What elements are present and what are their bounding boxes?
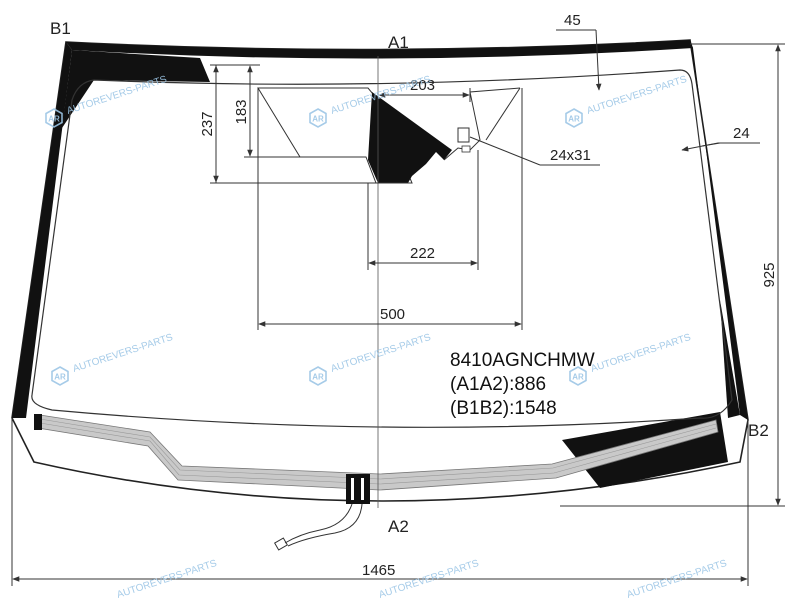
point-a2-label: A2 (388, 517, 409, 536)
sensor-area-outline-right (443, 87, 521, 161)
frit-band-left (12, 42, 72, 418)
autorevers-logo-icon (51, 366, 69, 386)
dim-222-label: 222 (410, 245, 435, 262)
dim-24-label: 24 (733, 125, 750, 142)
connector-icon (346, 474, 370, 504)
dim-1465-label: 1465 (362, 562, 395, 579)
dim-45-label: 45 (564, 12, 581, 29)
mirror-mount-black (368, 92, 452, 183)
glass-inner-outline (31, 69, 733, 428)
svg-text:AUTOREVERS-PARTS: AUTOREVERS-PARTS (72, 332, 175, 375)
a1a2-length: (A1A2):886 (450, 374, 546, 395)
svg-text:AUTOREVERS-PARTS: AUTOREVERS-PARTS (330, 332, 433, 375)
dim-237-label: 237 (199, 111, 216, 136)
dim-183-label: 183 (233, 99, 250, 124)
dim-500-label: 500 (380, 306, 405, 323)
part-code: 8410AGNCHMW (450, 350, 595, 371)
b1b2-length: (B1B2):1548 (450, 398, 557, 419)
strip-end-left (34, 414, 42, 430)
svg-text:AUTOREVERS-PARTS: AUTOREVERS-PARTS (586, 74, 689, 117)
autorevers-logo-icon (309, 108, 327, 128)
frit-edge-right (720, 300, 740, 418)
point-b1-label: B1 (50, 19, 71, 38)
dim-203-label: 203 (410, 77, 435, 94)
frit-band-right (690, 40, 748, 420)
plug-icon (273, 537, 289, 551)
point-a1-label: A1 (388, 33, 409, 52)
autorevers-logo-icon (309, 366, 327, 386)
dim-925-label: 925 (761, 262, 778, 287)
point-b2-label: B2 (748, 421, 769, 440)
frit-corner-top-left (62, 50, 210, 128)
autorevers-logo-icon (565, 108, 583, 128)
rain-sensor-icon (457, 127, 470, 143)
svg-text:AUTOREVERS-PARTS: AUTOREVERS-PARTS (590, 332, 693, 375)
dim-24x31-label: 24x31 (550, 147, 591, 164)
frit-band-top (66, 40, 693, 59)
